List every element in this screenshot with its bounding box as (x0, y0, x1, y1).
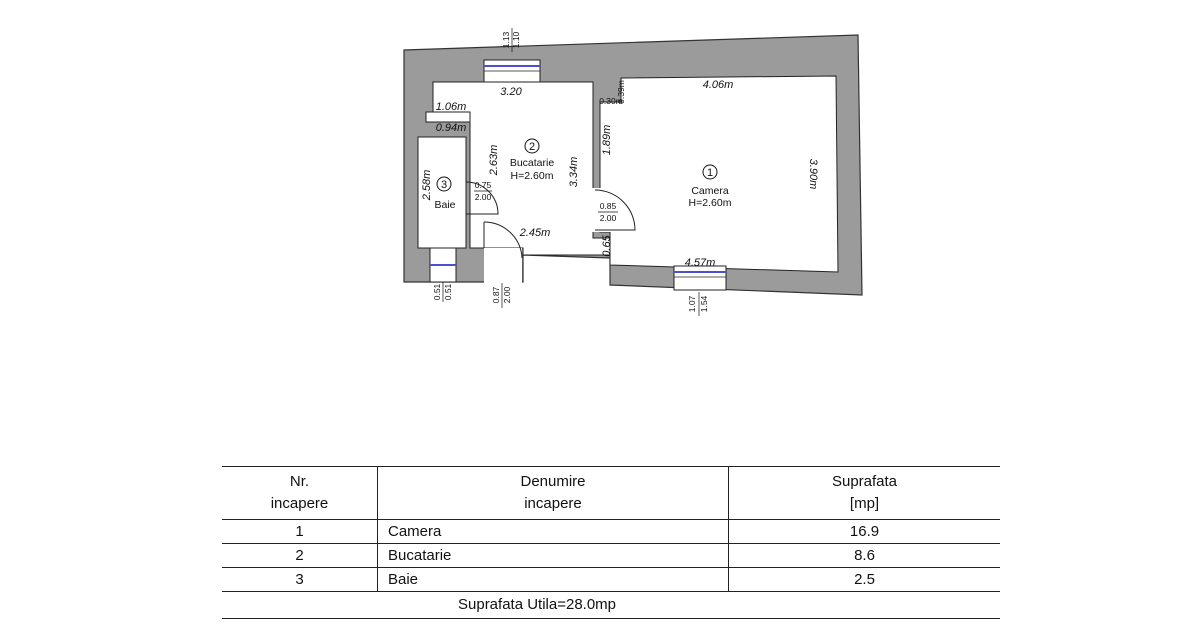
dim-bath-height: 2.58m (421, 170, 433, 202)
top-window-size: 1.13 1.10 (501, 28, 521, 52)
bath-window-a: 0.51 (432, 283, 442, 300)
dim-camera-right: 3.90m (807, 159, 819, 190)
header-nr: Nr.incapere (222, 466, 378, 520)
entrance-b: 2.00 (502, 286, 512, 303)
row-name: Camera (377, 519, 729, 544)
bath-door-width: 0.75 (475, 180, 492, 190)
bath-door-height: 2.00 (475, 192, 492, 202)
hall-step (425, 111, 471, 123)
bath-window (429, 247, 457, 283)
table-row: 2 Bucatarie 8.6 (222, 543, 1000, 568)
row-name: Bucatarie (377, 543, 729, 568)
table-row: 3 Baie 2.5 (222, 567, 1000, 592)
entrance-size: 0.87 2.00 (491, 283, 512, 308)
room-2-name: Bucatarie (510, 157, 555, 169)
room-3-label: 3 Baie (434, 176, 456, 211)
dim-camera-top: 4.06m (703, 79, 734, 91)
dim-kitchen-h1: 2.63m (488, 145, 500, 177)
room-3-name: Baie (434, 199, 455, 211)
header-area: Suprafata[mp] (831, 473, 898, 512)
row-area: 2.5 (854, 571, 875, 588)
dim-camera-bottom: 4.57m (685, 257, 716, 269)
dim-corner-039: 0.39m (616, 80, 626, 104)
camera-door-size: 0.85 2.00 (598, 201, 618, 223)
room-2-height: H=2.60m (511, 170, 554, 182)
top-window-a: 1.13 (501, 31, 511, 48)
camera-window-size: 1.07 1.54 (687, 292, 709, 316)
room-1-label: 1 Camera H=2.60m (689, 164, 732, 209)
total-area: Suprafata Utila=28.0mp (458, 596, 617, 613)
room-2-num: 2 (529, 141, 535, 153)
row-area: 16.9 (849, 523, 880, 540)
row-name: Baie (377, 567, 729, 592)
dim-bath-width: 0.94m (436, 122, 467, 134)
bath-door (465, 181, 499, 215)
floor-plan: 1 Camera H=2.60m 2 Bucatarie H=2.60m 3 B… (403, 28, 863, 316)
room-2-label: 2 Bucatarie H=2.60m (510, 138, 555, 182)
camera-window-a: 1.07 (687, 295, 697, 312)
entrance-door (483, 221, 523, 259)
room-1-num: 1 (707, 167, 713, 179)
bath-window-size: 0.51 0.51 (432, 282, 453, 302)
table-total-row: Suprafata Utila=28.0mp (222, 592, 1000, 619)
table-row: 1 Camera 16.9 (222, 519, 1000, 544)
row-nr: 1 (222, 519, 378, 544)
camera-door (594, 189, 636, 231)
camera-window (673, 265, 727, 291)
entrance-opening (484, 248, 522, 284)
camera-door-height: 2.00 (600, 213, 617, 223)
dim-camera-left: 1.89m (601, 125, 613, 156)
bath-window-b: 0.51 (443, 283, 453, 300)
bath-door-size: 0.75 2.00 (474, 180, 492, 202)
room-3-num: 3 (441, 179, 447, 191)
room-1-name: Camera (691, 185, 729, 197)
top-window-b: 1.10 (511, 31, 521, 48)
camera-door-width: 0.85 (600, 201, 617, 211)
dim-kitchen-h2: 3.34m (568, 157, 580, 188)
dim-corner-030: 0.30m (599, 96, 623, 106)
dim-hall-step: 1.06m (436, 101, 467, 113)
dim-kitchen-bottom: 2.45m (519, 227, 551, 239)
entrance-a: 0.87 (491, 286, 501, 303)
row-nr: 3 (222, 567, 378, 592)
camera-window-b: 1.54 (699, 295, 709, 312)
room-1-height: H=2.60m (689, 197, 732, 209)
bath-interior (417, 136, 467, 249)
camera-doorway (590, 188, 614, 232)
dim-wall-065: 0.65 (601, 234, 613, 256)
top-window (483, 59, 541, 83)
dim-kitchen-top: 3.20 (500, 86, 522, 98)
row-area: 8.6 (854, 547, 875, 564)
camera-interior (599, 75, 839, 273)
row-nr: 2 (222, 543, 378, 568)
